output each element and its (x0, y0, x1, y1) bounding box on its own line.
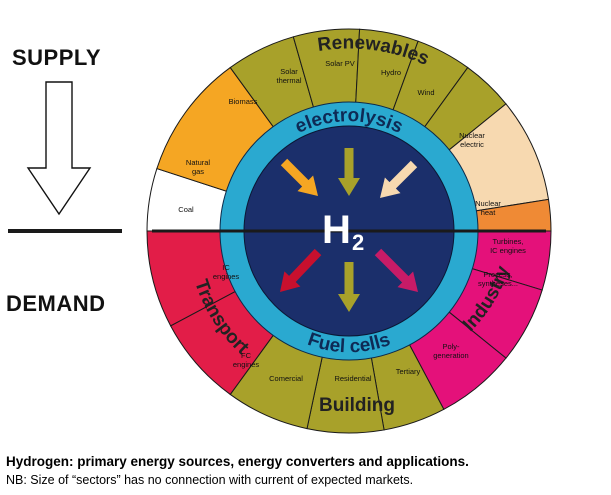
arrow-renewables-icon (338, 148, 360, 196)
sector-label-solar-pv: Solar PV (325, 59, 355, 68)
sector-label-turbines: Turbines,IC engines (490, 237, 526, 255)
hydrogen-subscript: 2 (352, 230, 364, 255)
demand-label: DEMAND (6, 291, 106, 316)
arrow-natural-gas-icon (280, 158, 318, 196)
sector-label-hydro: Hydro (381, 68, 401, 77)
sector-label-biomass: Biomass (229, 97, 258, 106)
sector-label-poly-generation: Poly-generation (433, 342, 468, 360)
flow-arrows (280, 148, 418, 312)
sector-label-process: Process,syntheses... (478, 270, 518, 288)
supply-arrow-icon (26, 81, 92, 216)
supply-label: SUPPLY (12, 45, 102, 70)
sector-label-wind: Wind (417, 88, 434, 97)
sector-label-comercial: Comercial (269, 374, 303, 383)
arrow-nuclear-icon (380, 160, 418, 198)
supply-sectors (146, 28, 552, 232)
building-label: Building (319, 395, 395, 416)
caption-note: NB: Size of “sectors” has no connection … (6, 473, 414, 487)
sector-label-tertiary: Tertiary (396, 367, 421, 376)
sector-label-coal: Coal (178, 205, 194, 214)
arrow-transport-icon (280, 248, 322, 292)
sector-label-residential: Residential (334, 374, 371, 383)
arrow-industry-icon (374, 248, 418, 292)
caption-title: Hydrogen: primary energy sources, energy… (6, 454, 469, 469)
arrow-building-icon (338, 262, 360, 312)
hydrogen-symbol: H (322, 208, 351, 252)
